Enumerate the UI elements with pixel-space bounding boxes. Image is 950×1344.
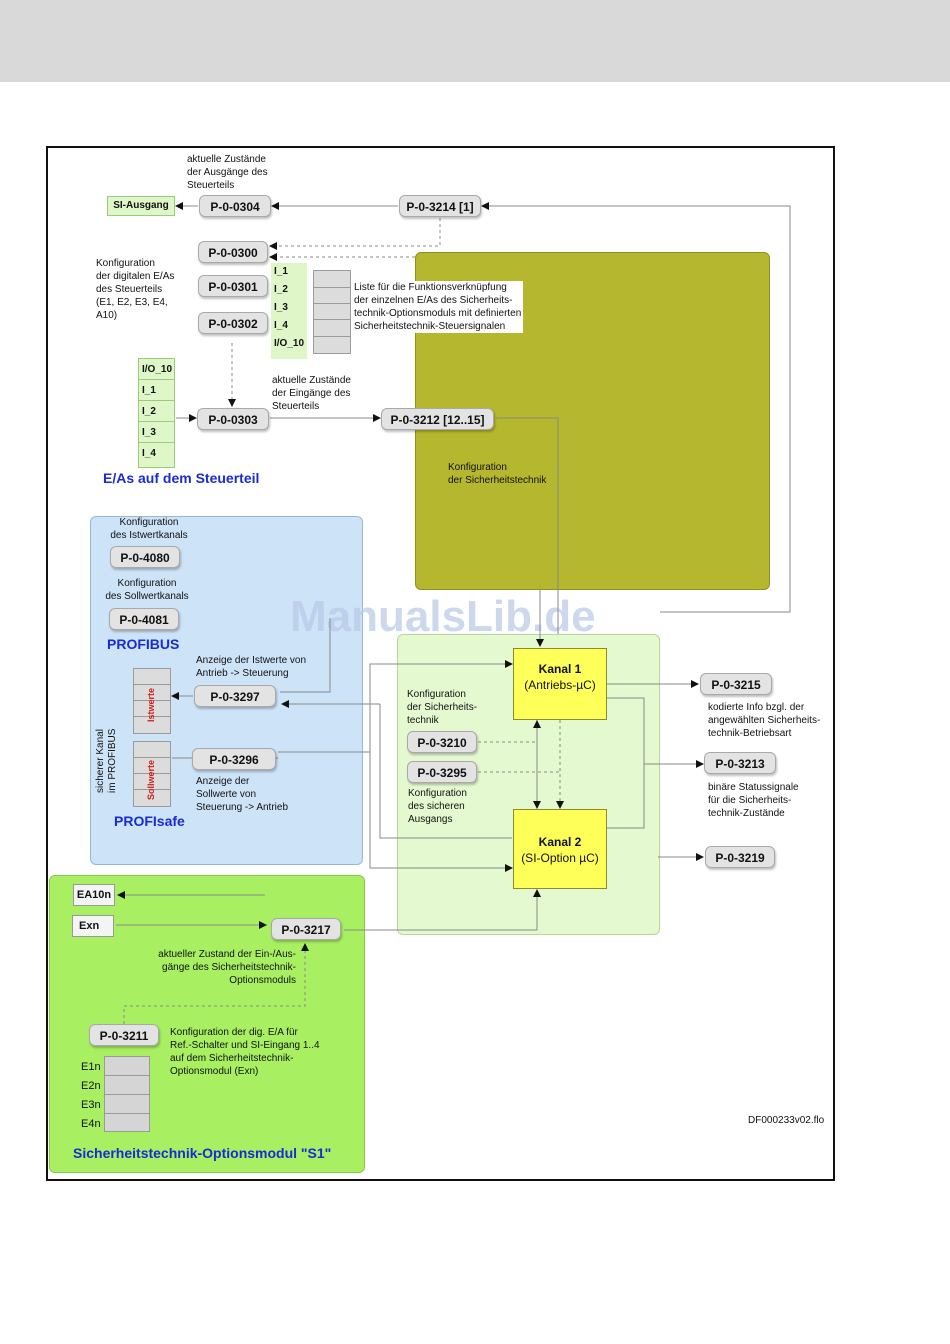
option-module-title: Sicherheitstechnik-Optionsmodul "S1" — [73, 1145, 332, 1161]
si-ausgang-box: SI-Ausgang — [107, 196, 175, 216]
diagram-frame — [46, 146, 835, 1181]
profisafe-title: PROFIsafe — [114, 813, 185, 829]
page-header-band — [0, 0, 950, 82]
param-p-0-0302[interactable]: P-0-0302 — [198, 312, 268, 334]
param-p-0-3213[interactable]: P-0-3213 — [704, 752, 776, 774]
param-p-0-0304[interactable]: P-0-0304 — [199, 195, 271, 217]
istwerte-label: Istwerte — [146, 687, 156, 722]
param-p-0-3210[interactable]: P-0-3210 — [407, 731, 477, 753]
param-p-0-3212[interactable]: P-0-3212 [12..15] — [381, 408, 494, 430]
function-list-table — [313, 270, 351, 354]
param-p-0-4081[interactable]: P-0-4081 — [109, 608, 179, 630]
ea-title: E/As auf dem Steuerteil — [103, 470, 260, 486]
sollwerte-label: Sollwerte — [146, 759, 156, 800]
state-3217-label: aktueller Zustand der Ein-/Aus-gänge des… — [158, 949, 296, 986]
param-p-0-3295[interactable]: P-0-3295 — [407, 761, 477, 783]
param-p-0-3211[interactable]: P-0-3211 — [89, 1024, 159, 1046]
param-p-0-0303[interactable]: P-0-0303 — [197, 408, 269, 430]
kanal-2-box: Kanal 2(SI-Option µC) — [513, 809, 607, 889]
param-p-0-0300[interactable]: P-0-0300 — [198, 241, 268, 263]
exn-box: Exn — [72, 915, 114, 937]
param-p-0-4080[interactable]: P-0-4080 — [110, 546, 180, 568]
param-p-0-3215[interactable]: P-0-3215 — [700, 673, 772, 695]
param-p-0-3217[interactable]: P-0-3217 — [271, 918, 341, 940]
figure-code: DF000233v02.flo — [748, 1115, 825, 1126]
profibus-title: PROFIBUS — [107, 636, 180, 652]
param-p-0-3214[interactable]: P-0-3214 [1] — [399, 195, 481, 217]
param-p-0-0301[interactable]: P-0-0301 — [198, 275, 268, 297]
inputs-list: I/O_10 I_1 I_2 I_3 I_4 — [138, 358, 175, 468]
sollwerte-table — [133, 741, 171, 807]
kanal-1-box: Kanal 1(Antriebs-µC) — [513, 648, 607, 720]
param-p-0-3296[interactable]: P-0-3296 — [192, 748, 276, 770]
ea10n-box: EA10n — [73, 884, 115, 906]
io-list: I_1 I_2 I_3 I_4 I/O_10 — [271, 263, 307, 359]
watermark: ManualsLib.de — [290, 592, 596, 641]
param-p-0-3219[interactable]: P-0-3219 — [705, 846, 775, 868]
param-p-0-3297[interactable]: P-0-3297 — [194, 685, 276, 707]
istwerte-table — [133, 668, 171, 734]
exn-table — [104, 1056, 150, 1132]
